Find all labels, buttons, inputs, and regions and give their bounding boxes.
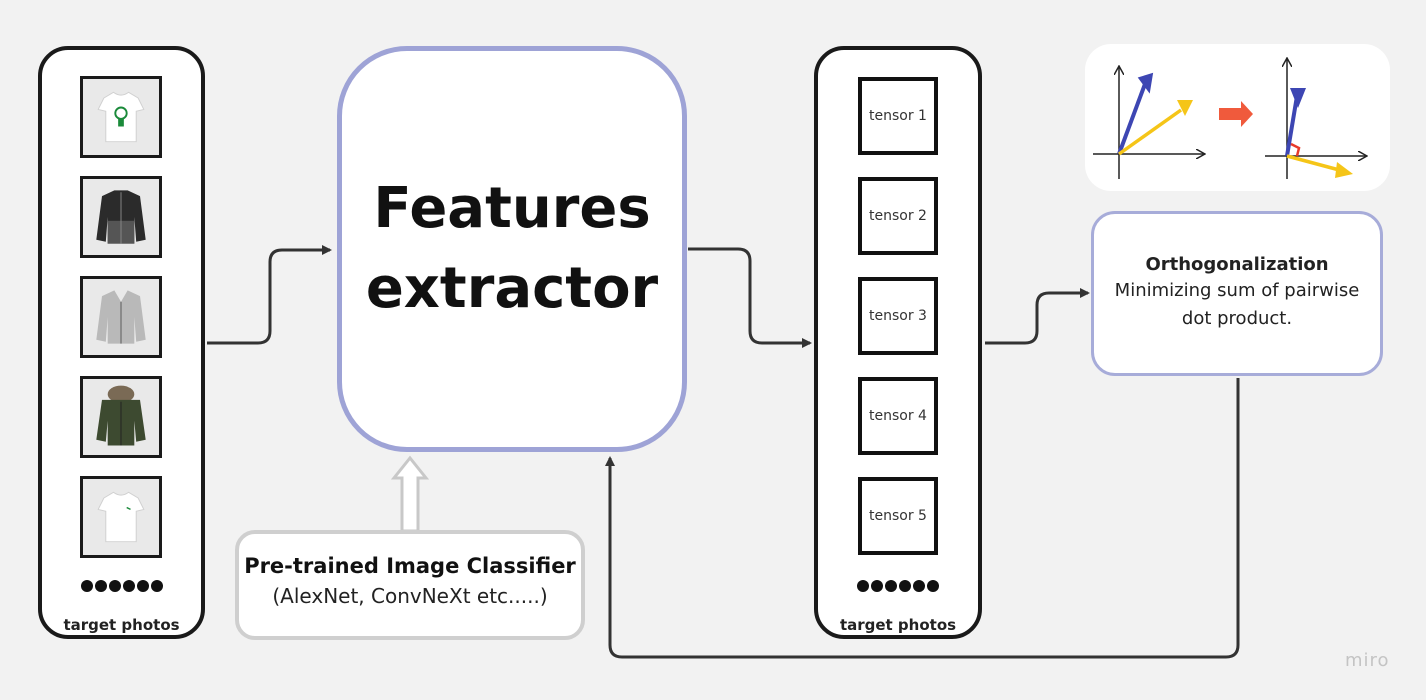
hollow-arrow-classifier-to-extractor (390, 455, 430, 533)
miro-watermark: miro (1345, 650, 1390, 671)
more-items-dots (818, 580, 978, 592)
grey-cardigan-icon (83, 279, 159, 355)
target-photos-column-left: target photos (38, 46, 205, 639)
tensor-5: tensor 5 (858, 477, 938, 555)
orthogonalization-illustration (1085, 44, 1390, 191)
more-items-dots (42, 580, 201, 592)
target-photos-column-right: tensor 1 tensor 2 tensor 3 tensor 4 tens… (814, 46, 982, 639)
black-fleece-jacket-icon (83, 179, 159, 255)
white-tshirt-graphic-icon (83, 79, 159, 155)
vector-blue-after (1285, 95, 1299, 157)
orthogonalization-box: Orthogonalization Minimizing sum of pair… (1091, 211, 1383, 376)
photo-thumbnail-5 (80, 476, 162, 558)
orthogonalization-title: Orthogonalization (1145, 254, 1329, 275)
right-angle-icon (1290, 142, 1301, 157)
classifier-subtitle: (AlexNet, ConvNeXt etc.....) (272, 584, 548, 608)
arrow-tensors-to-orthogonalization (985, 288, 1090, 345)
orthogonalization-line2: dot product. (1181, 308, 1293, 329)
vector-diagram (1093, 44, 1390, 179)
column-label: target photos (839, 616, 957, 634)
orthogonalization-line1: Minimizing sum of pairwise (1114, 280, 1360, 301)
olive-parka-icon (83, 379, 159, 455)
white-tshirt-icon (83, 479, 159, 555)
tensor-4: tensor 4 (858, 377, 938, 455)
classifier-title: Pre-trained Image Classifier (244, 554, 576, 578)
photo-thumbnail-3 (80, 276, 162, 358)
photo-thumbnail-2 (80, 176, 162, 258)
tensor-2: tensor 2 (858, 177, 938, 255)
pretrained-classifier-box: Pre-trained Image Classifier (AlexNet, C… (235, 530, 585, 640)
arrow-feedback-loop (605, 378, 1240, 659)
arrow-photos-to-extractor (207, 245, 332, 345)
features-extractor-title: Features extractor (366, 169, 658, 329)
photo-thumbnail-1 (80, 76, 162, 158)
features-extractor-line2: extractor (365, 256, 659, 321)
vector-yellow-after (1286, 154, 1344, 173)
features-extractor-box: Features extractor (337, 46, 687, 452)
vector-yellow-before (1117, 108, 1183, 156)
vector-blue-before (1117, 83, 1147, 155)
arrow-extractor-to-tensors (688, 247, 812, 348)
tensor-3: tensor 3 (858, 277, 938, 355)
tensor-1: tensor 1 (858, 77, 938, 155)
transform-arrow-icon (1219, 101, 1253, 127)
column-label: target photos (63, 616, 180, 634)
features-extractor-line1: Features (373, 176, 651, 241)
photo-thumbnail-4 (80, 376, 162, 458)
